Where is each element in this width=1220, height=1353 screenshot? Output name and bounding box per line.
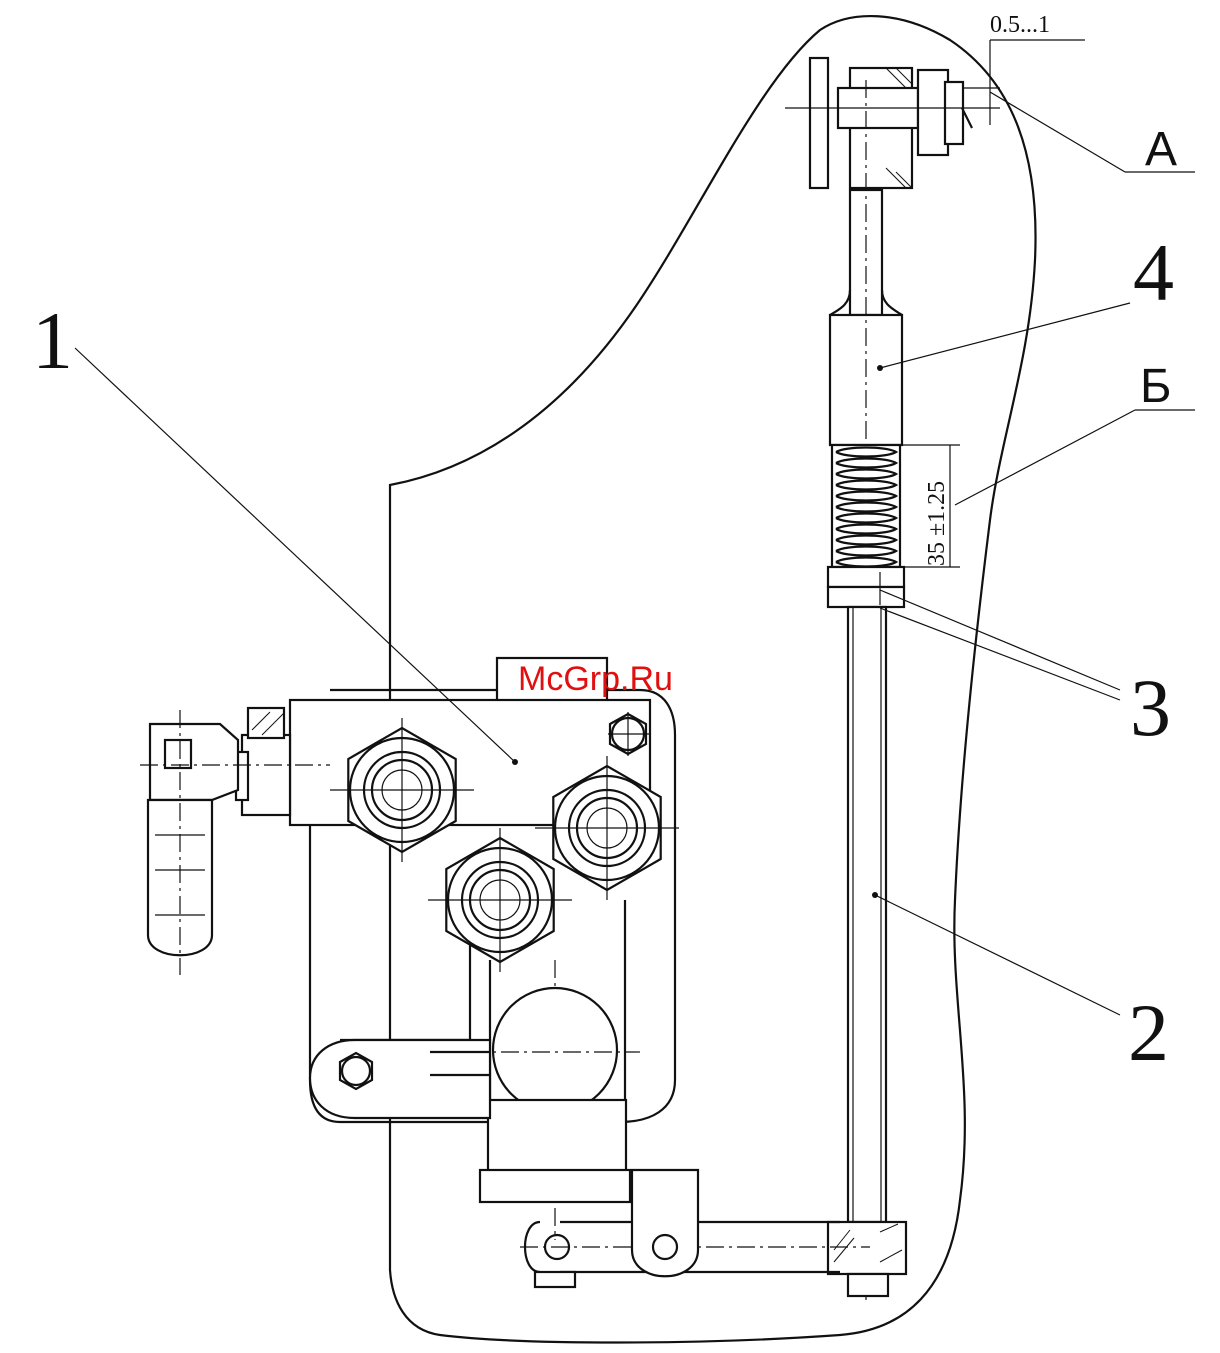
leader-2 xyxy=(875,895,1120,1015)
elbow-union xyxy=(242,735,290,815)
top-pin-assembly xyxy=(785,58,1000,188)
leader-3b xyxy=(880,608,1120,700)
valve-ball xyxy=(493,988,617,1112)
callout-1: 1 xyxy=(32,295,73,386)
tie-rod-assembly xyxy=(828,80,906,1300)
lock-nut-lower xyxy=(828,587,904,607)
lever-bolt-head xyxy=(340,1053,372,1089)
bottom-clevis xyxy=(828,1222,906,1274)
callout-2: 2 xyxy=(1128,987,1169,1078)
leader-4 xyxy=(880,303,1130,368)
watermark: McGrp.Ru xyxy=(518,660,673,698)
top-washer-left xyxy=(810,58,828,188)
leader-B xyxy=(955,410,1135,505)
dimension-spring-text: 35 ±1.25 xyxy=(924,481,950,566)
callout-4: 4 xyxy=(1133,227,1174,318)
top-nut xyxy=(918,70,948,155)
dimension-spring: 35 ±1.25 xyxy=(900,445,960,567)
lock-nut-upper xyxy=(828,567,904,587)
dimension-gap-text: 0.5...1 xyxy=(990,12,1050,38)
leader-A xyxy=(990,92,1125,172)
pull-rod xyxy=(848,607,886,1222)
letter-b: Б xyxy=(1140,360,1172,413)
callout-3: 3 xyxy=(1130,662,1171,753)
leader-lines xyxy=(75,92,1195,1015)
leader-3a xyxy=(880,590,1120,690)
bottom-nut xyxy=(848,1274,888,1296)
elbow-head xyxy=(150,724,238,800)
lever-arm xyxy=(632,1170,698,1276)
panel-outline xyxy=(390,16,1036,1342)
letter-a: А xyxy=(1145,123,1177,176)
fitting xyxy=(428,828,572,972)
